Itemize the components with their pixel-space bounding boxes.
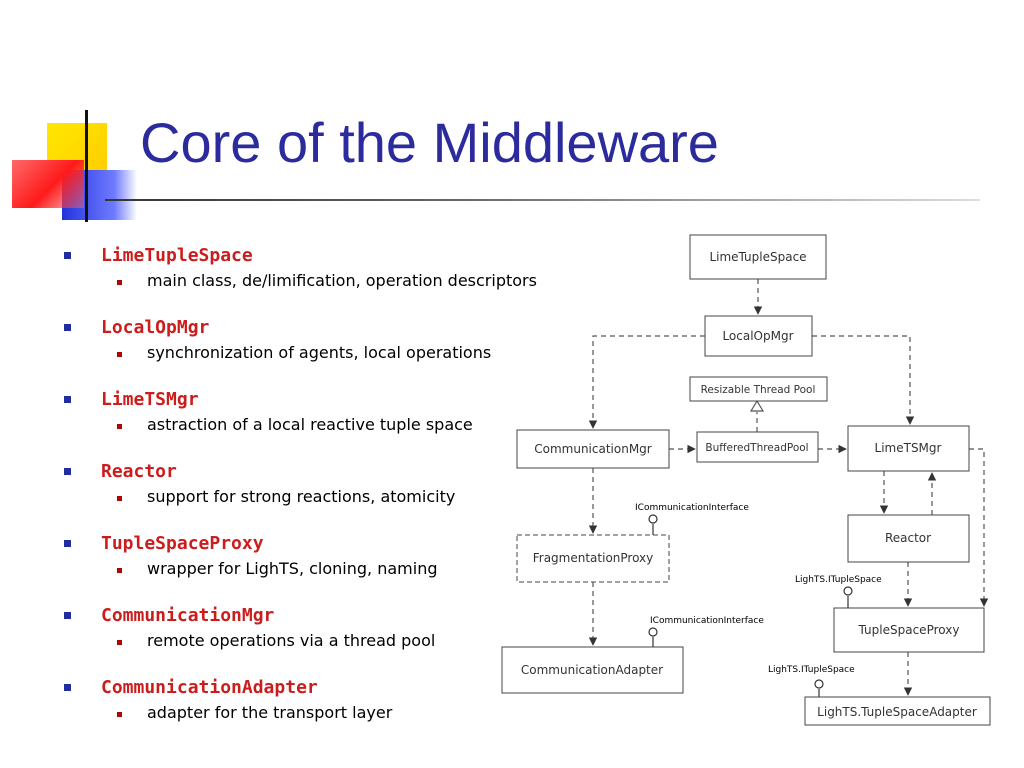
interface-lollipop-icon (648, 514, 658, 524)
inheritance-arrow-icon (749, 399, 765, 412)
node-label: CommunicationMgr (534, 442, 652, 456)
edge-localopmgr-to-limetsmgr (812, 335, 915, 425)
sub-bullet-icon (117, 424, 122, 429)
sub-bullet-icon (117, 640, 122, 645)
slide-title: Core of the Middleware (140, 111, 719, 174)
node-resizable-thread-pool: Resizable Thread Pool (689, 376, 828, 402)
interface-label: ICommunicationInterface (650, 616, 764, 626)
node-communicationadapter: CommunicationAdapter (501, 646, 684, 694)
sub-bullet-icon (117, 280, 122, 285)
interface-lollipop-icon (814, 679, 824, 689)
class-description: main class, de/limification, operation d… (147, 271, 537, 290)
interface-lollipop-icon (843, 586, 853, 596)
class-description: astraction of a local reactive tuple spa… (147, 415, 473, 434)
bullet-icon (64, 612, 71, 619)
class-name: Reactor (101, 461, 177, 482)
title-underline (105, 199, 980, 201)
interface-label: LighTS.ITupleSpace (795, 575, 882, 585)
node-tuplespaceproxy: TupleSpaceProxy (833, 607, 985, 653)
node-reactor: Reactor (847, 514, 970, 563)
class-name: CommunicationAdapter (101, 677, 318, 698)
edge-limetsmgr-to-tuplespaceproxy (969, 448, 989, 607)
class-name: LocalOpMgr (101, 317, 210, 338)
node-label: FragmentationProxy (533, 551, 654, 565)
class-description: support for strong reactions, atomicity (147, 487, 456, 506)
node-bufferedthreadpool: BufferedThreadPool (696, 431, 819, 463)
node-label: CommunicationAdapter (521, 663, 663, 677)
bullet-icon (64, 324, 71, 331)
class-description: synchronization of agents, local operati… (147, 343, 492, 362)
class-description: wrapper for LighTS, cloning, naming (147, 559, 438, 578)
node-label: LimeTupleSpace (709, 250, 806, 264)
bullet-icon (64, 252, 71, 259)
node-label: Resizable Thread Pool (701, 384, 816, 396)
node-fragmentationproxy: FragmentationProxy (516, 534, 670, 583)
node-limetsmgr: LimeTSMgr (847, 425, 970, 472)
logo-red-square (12, 160, 84, 208)
bullet-icon (64, 468, 71, 475)
node-label: BufferedThreadPool (705, 442, 808, 454)
node-label: TupleSpaceProxy (858, 623, 960, 637)
class-name: LimeTSMgr (101, 389, 199, 410)
interface-label: ICommunicationInterface (635, 503, 749, 513)
edge-localopmgr-to-communicationmgr (588, 335, 705, 429)
node-label: LimeTSMgr (875, 441, 942, 455)
node-lights-tuplespaceadapter: LighTS.TupleSpaceAdapter (804, 696, 991, 726)
node-limetuplespace: LimeTupleSpace (689, 234, 827, 280)
class-name: CommunicationMgr (101, 605, 275, 626)
node-localopmgr: LocalOpMgr (704, 315, 813, 357)
bullet-icon (64, 396, 71, 403)
logo-vertical-line (85, 110, 88, 222)
interface-lollipop-icon (648, 627, 658, 637)
bullet-icon (64, 540, 71, 547)
sub-bullet-icon (117, 712, 122, 717)
bullet-icon (64, 684, 71, 691)
node-label: LocalOpMgr (722, 329, 793, 343)
node-label: LighTS.TupleSpaceAdapter (817, 705, 977, 719)
sub-bullet-icon (117, 496, 122, 501)
class-name: TupleSpaceProxy (101, 533, 264, 554)
class-description: remote operations via a thread pool (147, 631, 436, 650)
node-label: Reactor (885, 531, 931, 545)
sub-bullet-icon (117, 568, 122, 573)
sub-bullet-icon (117, 352, 122, 357)
interface-label: LighTS.ITupleSpace (768, 665, 855, 675)
class-name: LimeTupleSpace (101, 245, 253, 266)
node-communicationmgr: CommunicationMgr (516, 429, 670, 469)
class-description: adapter for the transport layer (147, 703, 393, 722)
